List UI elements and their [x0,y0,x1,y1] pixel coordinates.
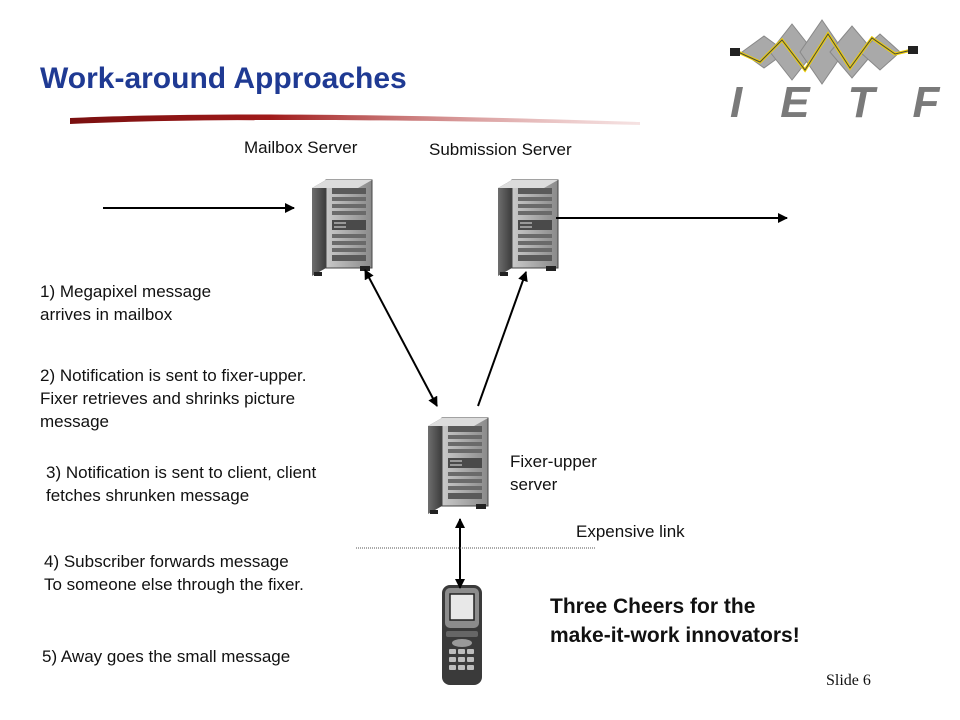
title-underline [70,114,640,125]
ietf-logo-text: IETF [730,78,960,127]
slide-title: Work-around Approaches [40,62,407,95]
fixer-server-label-line1: Fixer-upper [510,452,597,471]
fixer-server-label: Fixer-upper server [510,450,597,496]
slide-number: Slide 6 [826,672,871,689]
step-2-text: 2) Notification is sent to fixer-upper. … [40,364,306,433]
submission-server-label: Submission Server [429,140,572,159]
step-1-text: 1) Megapixel message arrives in mailbox [40,280,211,326]
step-3-line1: 3) Notification is sent to client, clien… [46,463,317,482]
step-4-line1: 4) Subscriber forwards message [44,552,289,571]
fixer-upper-server-icon [427,417,489,515]
step-1-line2: arrives in mailbox [40,305,173,324]
step-3-line2: fetches shrunken message [46,486,250,505]
step-4-line2: To someone else through the fixer. [44,575,304,594]
mailbox-fixer-arrow [364,269,438,407]
step-1-line1: 1) Megapixel message [40,282,212,301]
step-5-line1: 5) Away goes the small message [42,647,291,666]
fixer-submission-arrow [477,271,528,407]
submission-server-icon [497,179,559,277]
mobile-phone-icon [442,585,482,685]
step-4-text: 4) Subscriber forwards message To someon… [44,550,304,596]
callout-line1: Three Cheers for the [550,595,756,618]
ietf-logo-graphic [730,19,918,85]
step-2-line3: message [40,412,109,431]
expensive-link-label: Expensive link [576,522,685,541]
callout-text: Three Cheers for the make-it-work innova… [550,592,800,650]
step-2-line2: Fixer retrieves and shrinks picture [40,389,296,408]
step-3-text: 3) Notification is sent to client, clien… [46,461,316,507]
callout-line2: make-it-work innovators! [550,624,800,647]
step-5-text: 5) Away goes the small message [42,645,290,668]
mailbox-server-icon [311,179,373,277]
step-2-line1: 2) Notification is sent to fixer-upper. [40,366,307,385]
mailbox-server-label: Mailbox Server [244,138,358,157]
fixer-server-label-line2: server [510,475,558,494]
